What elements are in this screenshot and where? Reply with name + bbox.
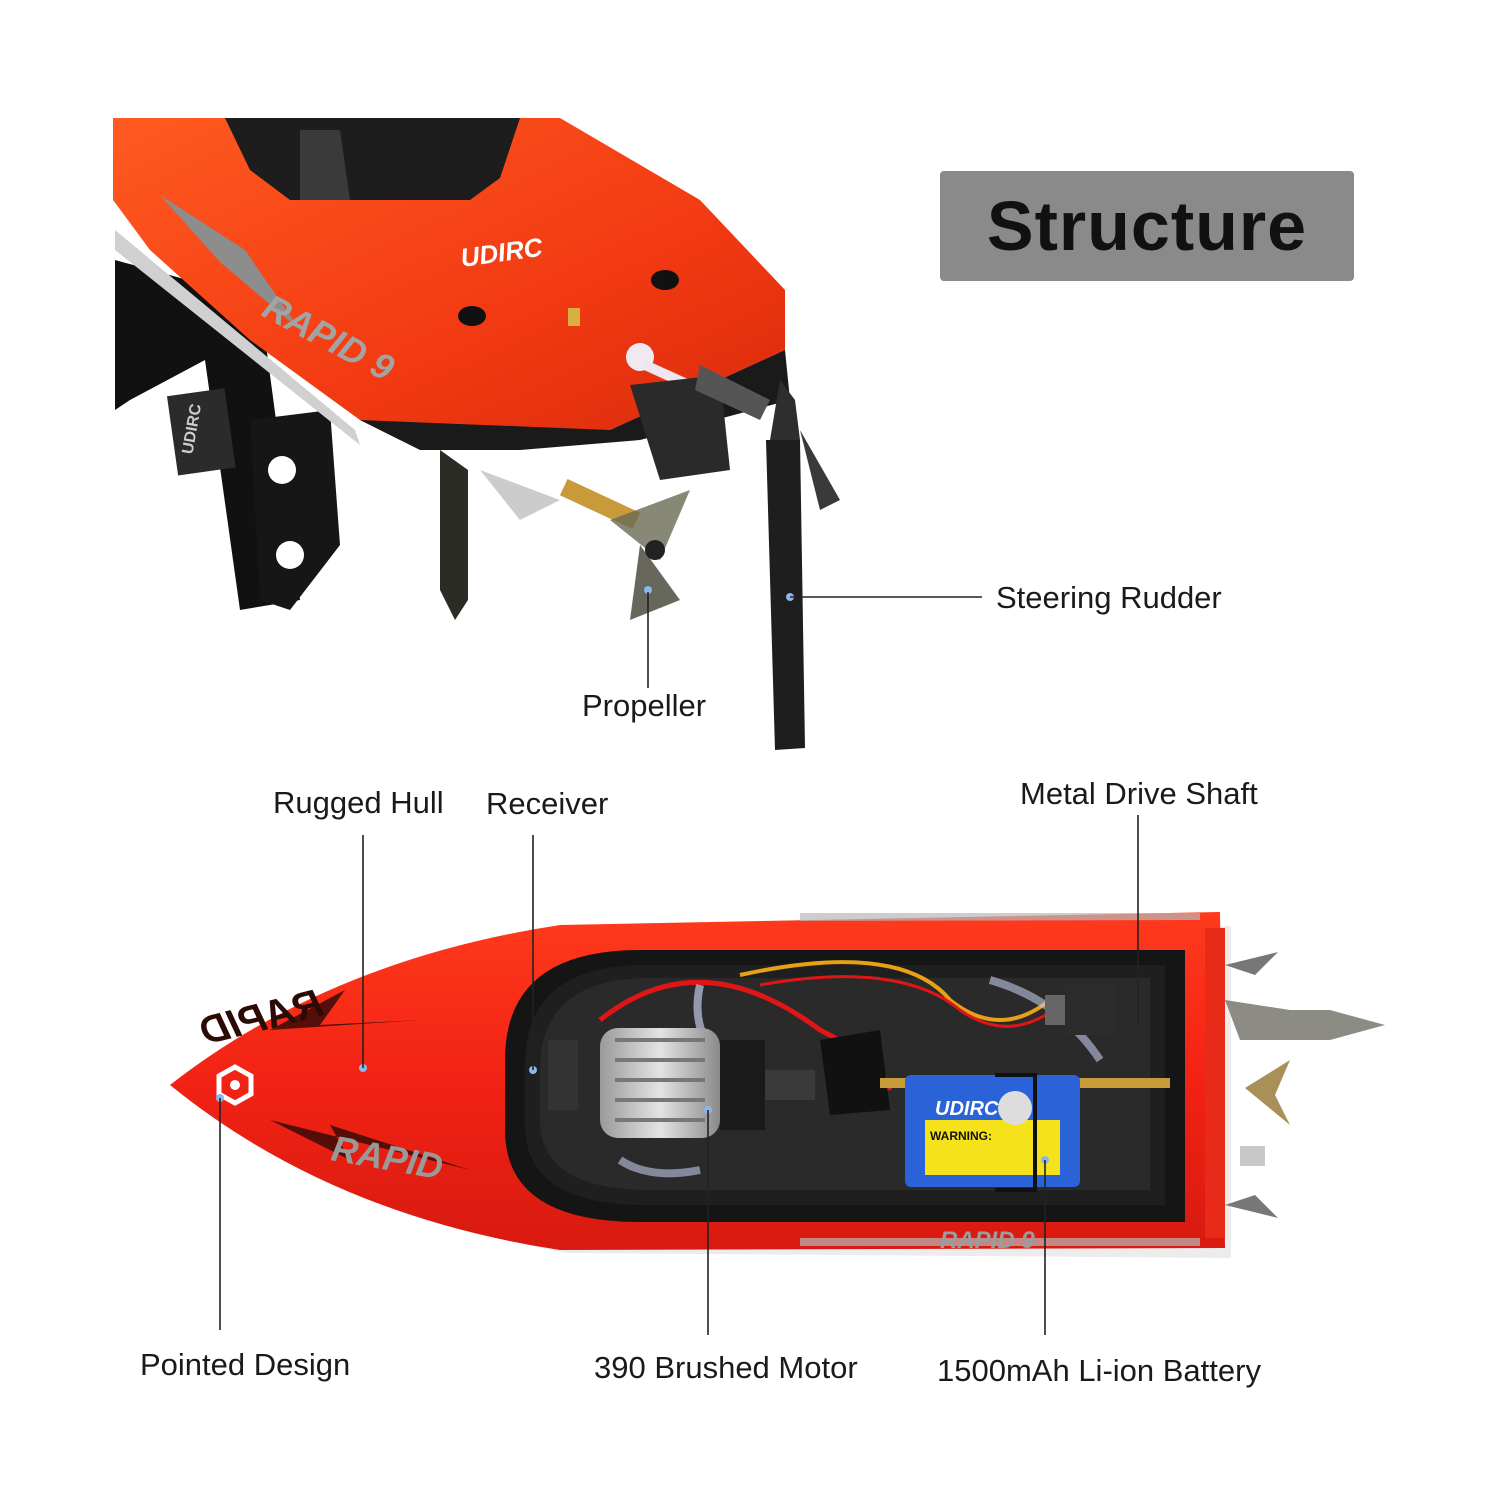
- rear-view-boat: UDIRC RAPID 9 UDIRC: [113, 118, 840, 750]
- title-box: Structure: [940, 171, 1354, 281]
- battery-warning-text: WARNING:: [930, 1129, 992, 1143]
- top-view-boat: UDIRC WARNING: RAPID RAPID RAPID 9: [170, 912, 1385, 1258]
- leader-lines: [219, 592, 1139, 1335]
- label-rugged-hull: Rugged Hull: [273, 785, 444, 820]
- label-pointed-design: Pointed Design: [140, 1347, 351, 1382]
- label-receiver: Receiver: [486, 786, 609, 821]
- label-propeller: Propeller: [582, 688, 707, 723]
- bow-logo: [216, 1064, 254, 1106]
- battery-brand-text: UDIRC: [935, 1098, 999, 1120]
- rapid-side-text: RAPID 9: [940, 1227, 1035, 1254]
- label-steering-rudder: Steering Rudder: [996, 580, 1222, 615]
- page-title: Structure: [986, 187, 1308, 265]
- label-brushed-motor: 390 Brushed Motor: [594, 1350, 858, 1385]
- label-metal-drive-shaft: Metal Drive Shaft: [1020, 776, 1258, 811]
- label-battery: 1500mAh Li-ion Battery: [937, 1353, 1261, 1388]
